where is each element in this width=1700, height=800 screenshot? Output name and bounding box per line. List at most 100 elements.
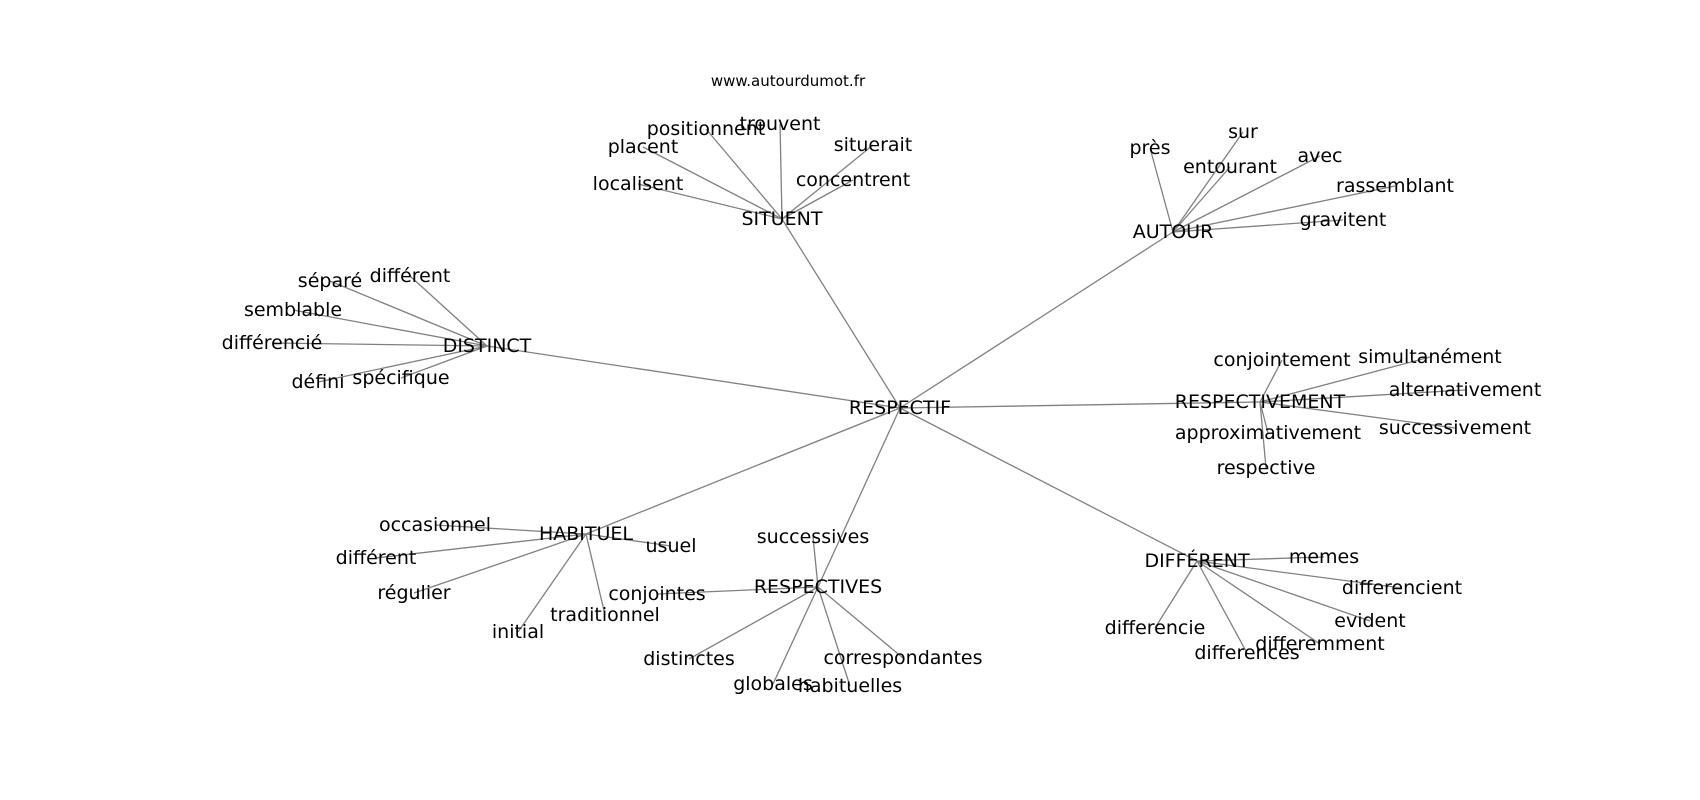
node-habituel[interactable]: HABITUEL [539, 523, 633, 545]
edge-habituel-occasionnel [434, 524, 587, 535]
edge-autour-entourant [1172, 166, 1231, 233]
node-conjointement[interactable]: conjointement [1213, 349, 1350, 371]
node-traditionnel[interactable]: traditionnel [550, 604, 660, 626]
edge-habituel-initial [517, 533, 587, 633]
node-respectif[interactable]: RESPECTIF [849, 397, 951, 419]
node-respectives[interactable]: RESPECTIVES [754, 576, 882, 598]
edge-distinct-specifique [400, 345, 488, 379]
node-specifique[interactable]: spécifique [352, 367, 449, 389]
node-gravitent[interactable]: gravitent [1300, 209, 1387, 231]
edge-situent-situerait [781, 144, 874, 220]
edge-different-differemment [1196, 560, 1321, 645]
edge-distinct-differencie [271, 342, 488, 347]
node-trouvent[interactable]: trouvent [740, 113, 821, 135]
node-different[interactable]: différent [336, 547, 417, 569]
node-distinct[interactable]: DISTINCT [443, 335, 532, 357]
node-evident[interactable]: evident [1334, 610, 1405, 632]
edge-different-differences [1196, 560, 1248, 654]
edge-respectif-different [899, 407, 1198, 562]
edge-respectives-correspondantes [817, 586, 904, 659]
node-pres[interactable]: près [1129, 137, 1170, 159]
node-successives[interactable]: successives [757, 526, 869, 548]
node-different[interactable]: DIFFÉRENT [1144, 549, 1250, 572]
edge-respectif-habituel [585, 407, 901, 535]
edge-respectivement-simultanement [1259, 356, 1431, 403]
node-semblable[interactable]: semblable [244, 299, 342, 321]
edge-autour-avec [1172, 155, 1321, 233]
node-rassemblant[interactable]: rassemblant [1336, 175, 1454, 197]
edges [271, 123, 1466, 687]
node-placent[interactable]: placent [608, 136, 679, 158]
node-respectivement[interactable]: RESPECTIVEMENT [1175, 391, 1346, 413]
edge-respectives-globales [772, 586, 819, 685]
node-defini[interactable]: défini [291, 371, 344, 393]
node-avec[interactable]: avec [1297, 145, 1342, 167]
node-differencie[interactable]: differencie [1105, 617, 1206, 639]
node-respective[interactable]: respective [1217, 457, 1316, 479]
edge-respectives-successives [812, 536, 819, 588]
node-simultanement[interactable]: simultanément [1358, 346, 1502, 368]
node-initial[interactable]: initial [492, 621, 544, 643]
node-differemment[interactable]: differemment [1255, 633, 1384, 655]
edge-autour-pres [1149, 147, 1174, 233]
edge-respectivement-successivement [1259, 401, 1456, 429]
edge-habituel-different [375, 533, 587, 559]
edge-autour-rassemblant [1172, 185, 1396, 233]
edge-habituel-usuel [585, 533, 672, 547]
node-differences[interactable]: differences [1194, 642, 1299, 664]
edge-habituel-regulier [413, 533, 587, 594]
edge-different-evident [1196, 560, 1371, 622]
node-distinctes[interactable]: distinctes [643, 648, 735, 670]
edge-respectivement-respective [1259, 401, 1267, 469]
edge-distinct-separe [329, 280, 488, 347]
node-concentrent[interactable]: concentrent [796, 169, 910, 191]
edge-different-differencie [1154, 560, 1198, 629]
edge-different-memes [1196, 556, 1325, 562]
node-globales[interactable]: globales [733, 673, 813, 695]
node-autour[interactable]: AUTOUR [1133, 221, 1214, 243]
edge-autour-sur [1172, 131, 1244, 233]
node-sur[interactable]: sur [1228, 121, 1258, 143]
edge-respectives-distinctes [688, 586, 819, 660]
node-differencie[interactable]: différencié [222, 332, 323, 354]
edge-situent-concentrent [781, 179, 854, 220]
node-occasionnel[interactable]: occasionnel [379, 514, 491, 536]
node-situent[interactable]: SITUENT [741, 208, 822, 230]
node-localisent[interactable]: localisent [593, 173, 684, 195]
node-entourant[interactable]: entourant [1183, 156, 1277, 178]
edge-respectif-distinct [486, 345, 901, 409]
node-memes[interactable]: memes [1289, 546, 1359, 568]
edge-respectif-autour [899, 231, 1174, 409]
node-conjointes[interactable]: conjointes [608, 583, 705, 605]
edge-respectivement-conjointement [1259, 359, 1283, 403]
edge-respectives-habituelles [817, 586, 851, 687]
node-separe[interactable]: séparé [298, 270, 362, 292]
node-different[interactable]: différent [370, 265, 451, 287]
edge-respectivement-approximativement [1259, 401, 1269, 434]
node-successivement[interactable]: successivement [1379, 417, 1531, 439]
node-habituelles[interactable]: habituelles [798, 675, 902, 697]
edge-respectif-respectivement [899, 401, 1261, 409]
node-approximativement[interactable]: approximativement [1175, 422, 1361, 444]
edge-respectivement-alternativement [1259, 389, 1466, 403]
node-regulier[interactable]: régulier [377, 582, 450, 604]
watermark-text: www.autourdumot.fr [710, 72, 866, 90]
edge-autour-gravitent [1172, 219, 1344, 233]
edge-habituel-traditionnel [585, 533, 606, 616]
node-situerait[interactable]: situerait [834, 134, 913, 156]
edge-distinct-semblable [292, 309, 488, 347]
node-alternativement[interactable]: alternativement [1389, 379, 1542, 401]
edge-different-differencient [1196, 560, 1403, 589]
edge-distinct-defini [317, 345, 488, 383]
node-usuel[interactable]: usuel [646, 535, 697, 557]
edge-situent-trouvent [779, 123, 783, 220]
node-differencient[interactable]: differencient [1342, 577, 1462, 599]
node-correspondantes[interactable]: correspondantes [823, 647, 982, 669]
edge-respectif-respectives [817, 407, 901, 588]
edge-situent-localisent [637, 183, 783, 220]
edge-respectif-situent [781, 218, 901, 409]
node-positionnent[interactable]: positionnent [647, 118, 765, 140]
